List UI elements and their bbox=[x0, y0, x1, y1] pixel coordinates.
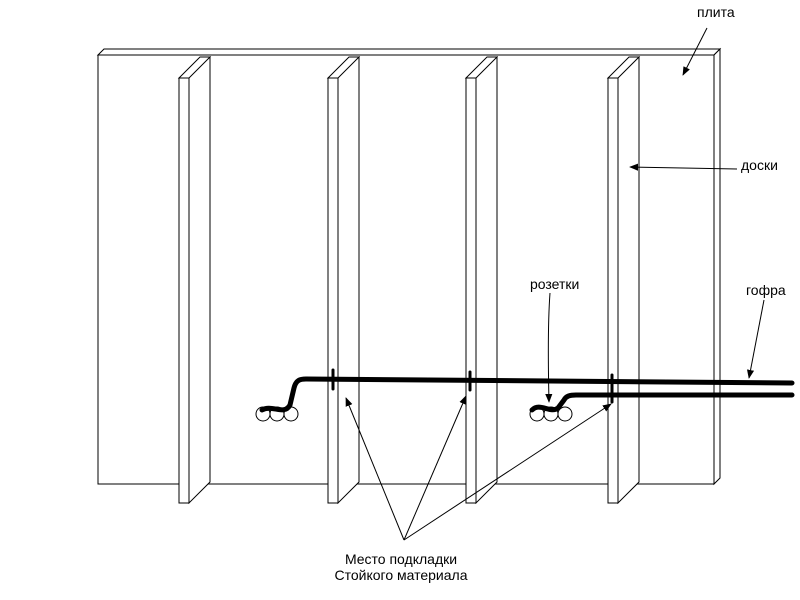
callout-arrows bbox=[345, 27, 765, 541]
board-1 bbox=[177, 56, 212, 505]
board-2 bbox=[326, 56, 361, 505]
board-3 bbox=[464, 56, 499, 505]
support-marks bbox=[331, 368, 614, 404]
conduit-lower bbox=[529, 392, 795, 413]
label-mesto-podkladki: Место подкладки Стойкого материала bbox=[321, 551, 481, 583]
arrow-doski bbox=[629, 163, 738, 171]
sockets-right bbox=[529, 406, 573, 422]
socket-circle bbox=[283, 406, 299, 422]
label-plita: плита bbox=[697, 4, 735, 20]
sockets-left bbox=[255, 406, 299, 422]
label-doski: доски bbox=[741, 157, 778, 173]
arrow-mesto-2 bbox=[403, 395, 467, 541]
label-mesto-line2: Стойкого материала bbox=[334, 567, 468, 583]
arrow-gofra bbox=[746, 299, 765, 379]
socket-circle bbox=[557, 406, 573, 422]
arrow-mesto-3 bbox=[403, 403, 612, 541]
label-mesto-line1: Место подкладки bbox=[344, 551, 458, 567]
arrow-mesto-1 bbox=[345, 397, 405, 541]
arrow-rozetki bbox=[545, 292, 553, 403]
board-4 bbox=[606, 56, 641, 505]
arrow-plita bbox=[682, 27, 708, 76]
slab-side-face bbox=[713, 47, 721, 486]
label-rozetki: розетки bbox=[530, 276, 580, 292]
slab-top-face bbox=[96, 48, 722, 56]
label-gofra: гофра bbox=[746, 282, 786, 298]
boards bbox=[177, 56, 641, 505]
